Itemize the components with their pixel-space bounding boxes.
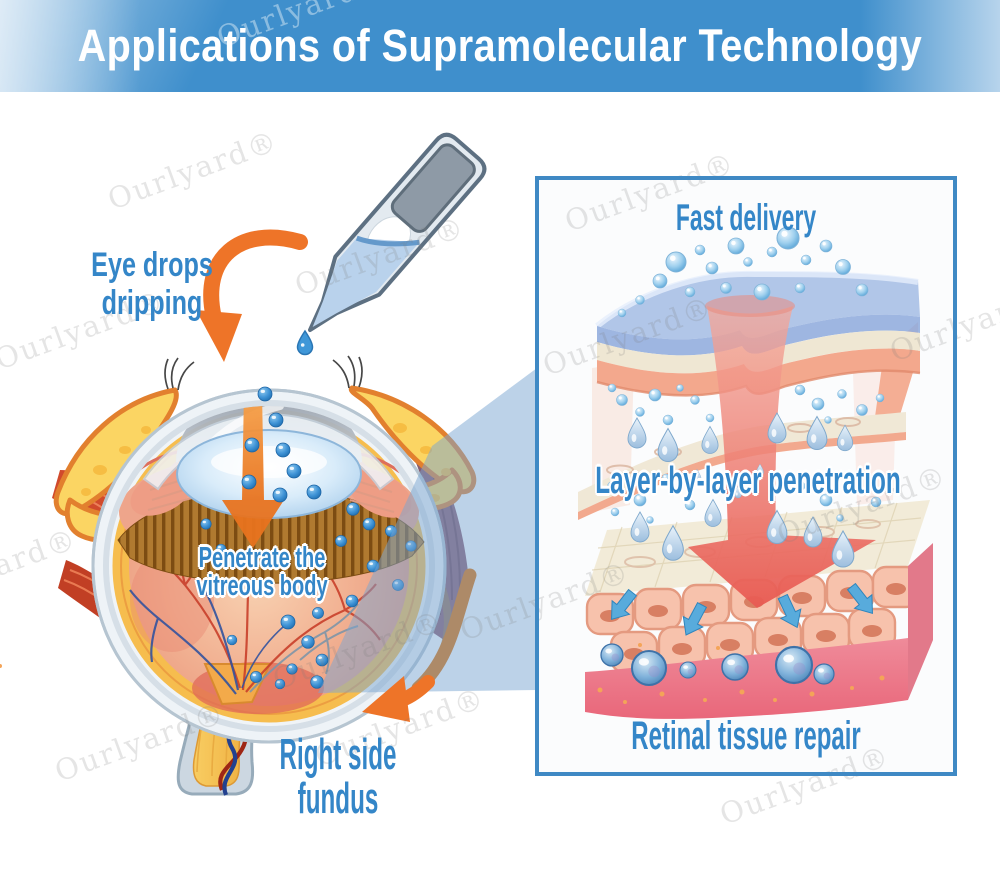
dripping-arrow-icon: [196, 229, 308, 362]
falling-drop-icon: [296, 329, 314, 356]
header-banner: Applications of Supramolecular Technolog…: [0, 0, 1000, 92]
vitreous-label-line1: Penetrate the: [198, 542, 326, 574]
fundus-label-line2: fundus: [297, 774, 379, 823]
fundus-arrow-icon: [362, 568, 477, 722]
cell-layer: [585, 565, 921, 674]
magnifier-beam: [318, 368, 537, 693]
vitreous-label: Penetrate the vitreous body: [196, 542, 328, 602]
retinal-repair-label: Retinal tissue repair: [631, 714, 861, 758]
eye-drops-label: Eye drops dripping: [91, 246, 213, 322]
page-title: Applications of Supramolecular Technolog…: [77, 20, 923, 71]
fundus-label-line1: Right side: [279, 730, 397, 779]
tissue-layers-illustration: [0, 178, 955, 774]
penetration-arrow: [688, 295, 876, 608]
eye-drops-label-line2: dripping: [101, 284, 203, 323]
eye-drops-label-line1: Eye drops: [91, 246, 213, 284]
vitreous-label-line2: vitreous body: [196, 569, 328, 602]
zoom-panel-frame: [535, 176, 957, 776]
eye-dropper-illustration: [196, 132, 487, 362]
fundus-label: Right side fundus: [280, 733, 397, 821]
layer-penetration-label: Layer-by-layer penetration: [595, 460, 901, 502]
fast-delivery-label: Fast delivery: [675, 197, 817, 238]
eyelashes-right: [332, 355, 363, 389]
eyelashes-left: [164, 357, 195, 391]
